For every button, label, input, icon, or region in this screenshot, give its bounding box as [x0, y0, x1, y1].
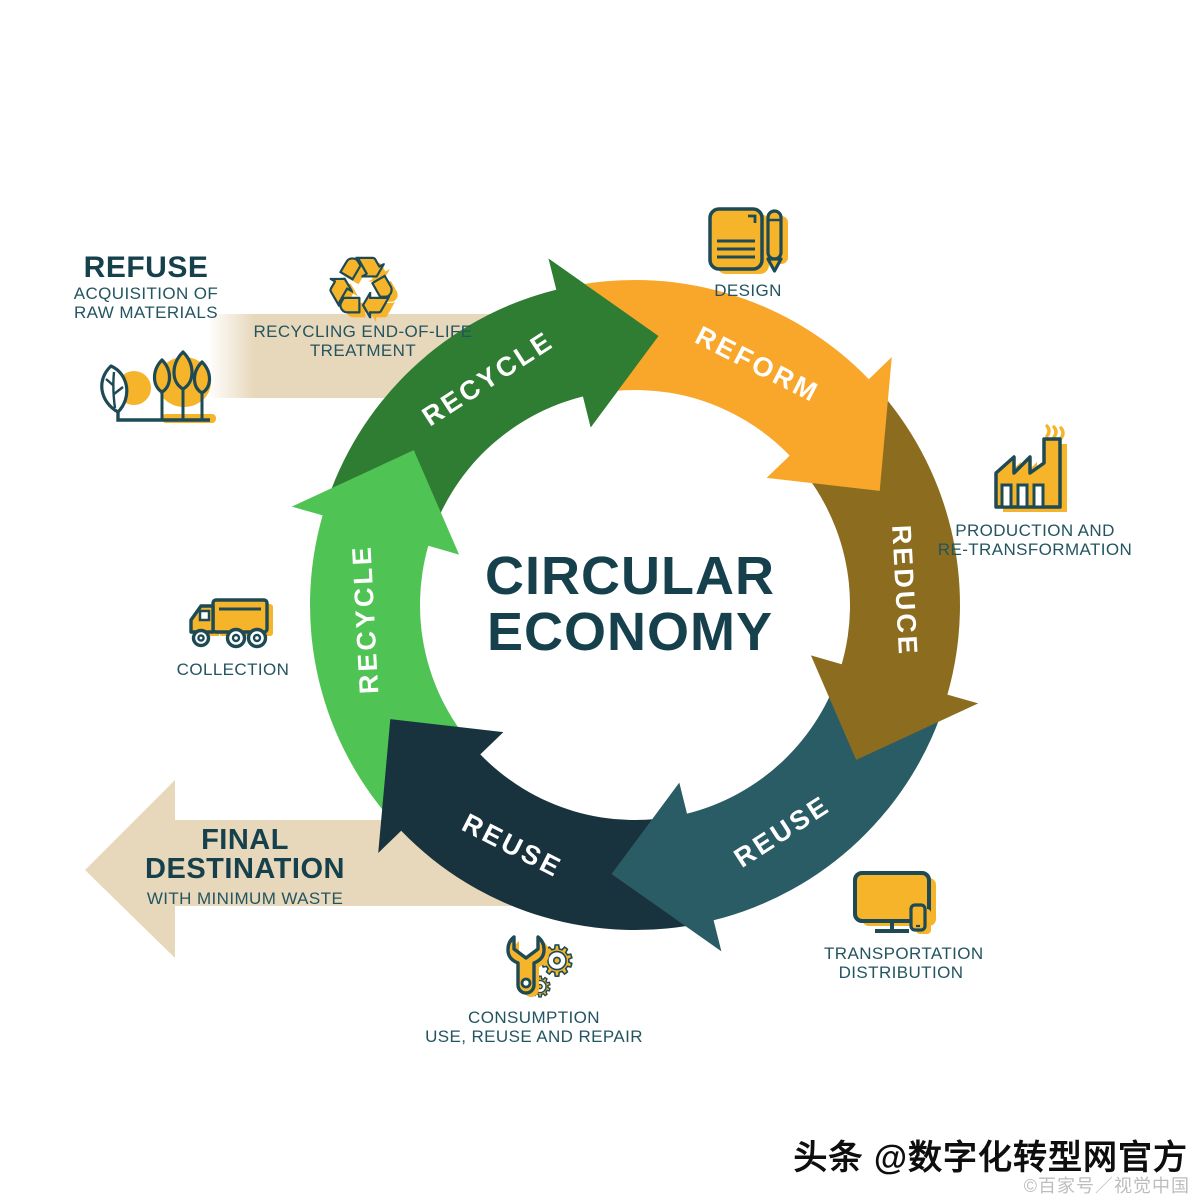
production-line2: RE-TRANSFORMATION: [937, 540, 1133, 560]
recycling-treatment-caption: RECYCLING END-OF-LIFE TREATMENT: [250, 322, 476, 360]
consumption-caption: CONSUMPTION USE, REUSE AND REPAIR: [424, 1008, 644, 1046]
consumption-line1: CONSUMPTION: [468, 1008, 600, 1027]
transportation-line1: TRANSPORTATION: [824, 944, 984, 963]
recycling-line2: TREATMENT: [309, 341, 417, 361]
title-line1: CIRCULAR: [485, 546, 775, 606]
final-title-line2: DESTINATION: [145, 853, 345, 885]
refuse-line1: ACQUISITION OF: [73, 284, 219, 303]
wrench-shape: [508, 937, 544, 993]
cycle-label-reduce: REDUCE: [886, 524, 923, 657]
design-label: DESIGN: [714, 281, 782, 300]
garbage-truck-icon: [181, 594, 273, 656]
monitor-icon: [849, 869, 936, 934]
transportation-line2: DISTRIBUTION: [838, 963, 964, 983]
cycle-arrow-recycle-dark-head: [426, 258, 659, 441]
title-line2: ECONOMY: [486, 602, 774, 662]
recycling-line1: RECYCLING END-OF-LIFE: [253, 322, 473, 341]
collection-caption: COLLECTION: [168, 660, 298, 679]
watermark-sub: ©百家号／视觉中国: [1023, 1176, 1190, 1196]
watermark-main: 头条 @数字化转型网官方: [793, 1139, 1188, 1177]
final-title-line1: FINAL: [201, 824, 289, 856]
refuse-line2: RAW MATERIALS: [73, 303, 219, 323]
document-pencil-icon: [702, 203, 788, 274]
collection-label: COLLECTION: [176, 660, 290, 679]
final-subtitle: WITH MINIMUM WASTE: [146, 889, 344, 908]
factory-icon: [984, 423, 1067, 512]
wrench-gears-icon: ⚙ ⚙: [494, 929, 577, 1003]
design-caption: DESIGN: [694, 281, 802, 300]
recycling-symbol-shadow: ♻: [329, 244, 404, 330]
trees-icon: [84, 324, 216, 423]
production-caption: PRODUCTION AND RE-TRANSFORMATION: [928, 521, 1142, 559]
recycling-symbol-glyph: ♻: [323, 239, 398, 330]
transportation-caption: TRANSPORTATION DISTRIBUTION: [824, 944, 984, 983]
final-destination-callout: FINAL DESTINATION WITH MINIMUM WASTE: [120, 824, 370, 909]
production-line1: PRODUCTION AND: [955, 521, 1115, 540]
recycling-symbol-icon: ♻ ♻: [322, 238, 404, 330]
refuse-subtitle: ACQUISITION OF RAW MATERIALS: [46, 284, 246, 322]
refuse-callout: REFUSE ACQUISITION OF RAW MATERIALS: [46, 251, 246, 323]
consumption-line2: USE, REUSE AND REPAIR: [425, 1027, 643, 1047]
refuse-title: REFUSE: [83, 251, 209, 284]
page-title: CIRCULAR ECONOMY: [430, 548, 830, 660]
